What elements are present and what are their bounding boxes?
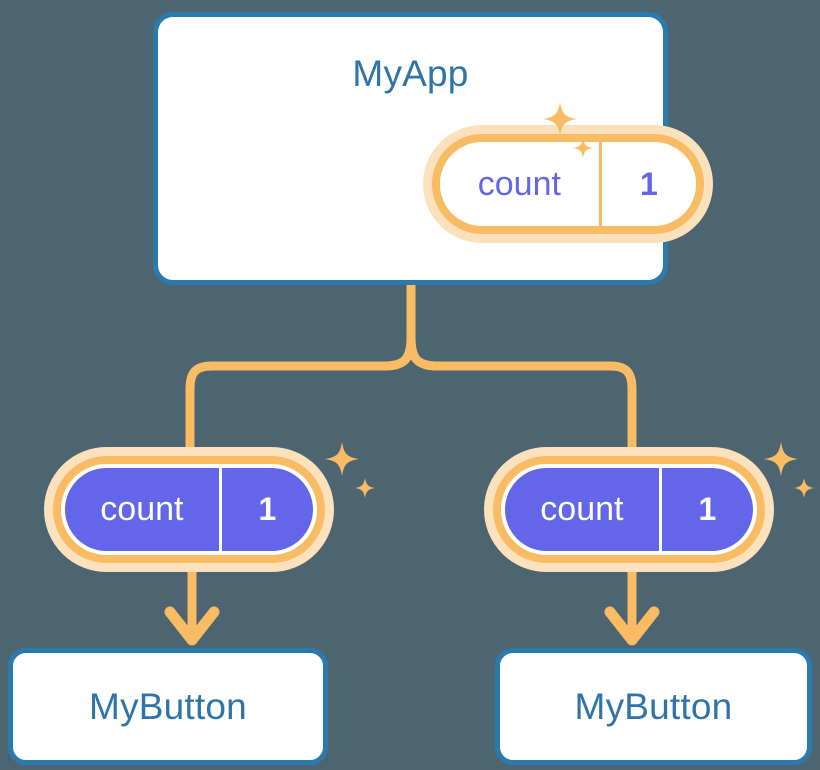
state-key: count — [477, 164, 561, 203]
state-pill-left[interactable]: count 1 — [44, 447, 334, 572]
sparkle-icon-small — [355, 478, 375, 498]
state-value: 1 — [658, 468, 753, 551]
component-card-mybutton-right[interactable]: MyButton — [495, 648, 812, 765]
state-pill-body: count 1 — [61, 464, 317, 555]
component-title: MyApp — [352, 53, 469, 94]
state-pill-right[interactable]: count 1 — [484, 447, 774, 572]
state-pill-fill: count 1 — [505, 468, 753, 551]
state-pill-ring — [53, 456, 325, 563]
state-pill-ring — [493, 456, 765, 563]
state-key: count — [100, 490, 184, 528]
state-key: count — [540, 490, 624, 528]
sparkle-icon-small — [794, 478, 814, 498]
state-pill-body: count 1 — [501, 464, 757, 555]
component-title: MyButton — [574, 686, 733, 727]
state-pill-body: count 1 — [440, 142, 696, 226]
connector-branch-right — [406, 332, 637, 457]
component-card-mybutton-left[interactable]: MyButton — [8, 648, 328, 765]
state-pill-ring — [432, 134, 704, 234]
state-value: 1 — [598, 142, 696, 226]
state-value: 1 — [218, 468, 313, 551]
state-pill-fill: count 1 — [65, 468, 313, 551]
connector-branch-left — [185, 332, 416, 457]
component-card-myapp[interactable]: MyApp count 1 — [153, 12, 713, 285]
arrow-down-icon-left — [164, 606, 220, 646]
component-title: MyButton — [89, 686, 247, 727]
arrow-down-icon-right — [604, 606, 660, 646]
state-pill-myapp[interactable]: count 1 — [423, 125, 713, 243]
